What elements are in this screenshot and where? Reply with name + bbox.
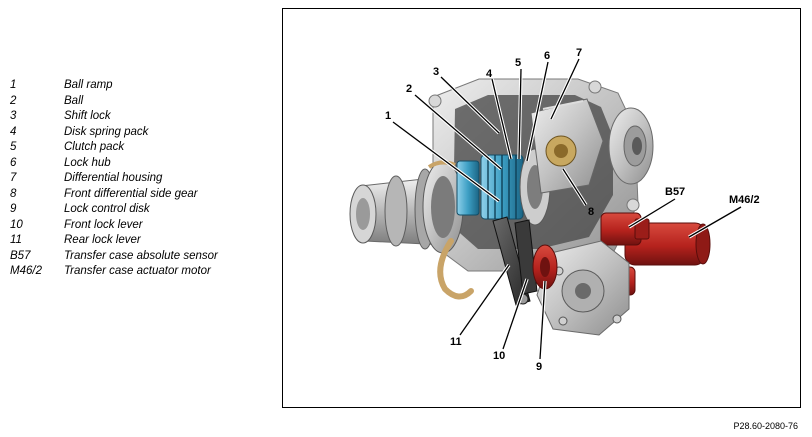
ball-ramp-assembly [422,160,464,254]
callout-m46-2: M46/2 [729,194,760,206]
legend-label: Front differential side gear [64,187,198,200]
legend-code: 4 [10,125,17,138]
legend-label: Clutch pack [64,141,125,153]
callout-11: 11 [450,336,462,348]
callout-1: 1 [385,110,391,122]
legend-label: Ball [64,94,84,107]
legend-label: Transfer case actuator motor [64,265,211,277]
legend-code: B57 [10,249,31,262]
legend-code: 5 [10,141,17,153]
callout-2: 2 [406,83,412,95]
differential-housing [530,98,604,194]
sensor-b57 [600,212,650,246]
callout-6: 6 [544,50,550,62]
callout-b57: B57 [665,186,685,198]
legend-label: Lock hub [64,156,111,169]
oil-pipe [437,238,474,300]
callout-7: 7 [576,47,582,59]
callout-10: 10 [493,350,505,362]
leader-lines [391,58,742,360]
figure-reference: P28.60-2080-76 [733,421,798,431]
callout-5: 5 [515,57,521,69]
legend-label: Disk spring pack [64,125,149,138]
legend-code: 2 [10,94,17,107]
callout-4: 4 [486,68,493,80]
legend-label: Rear lock lever [64,234,141,246]
illustration-frame: 1 2 3 4 5 6 7 8 9 10 11 B57 M46/2 [282,8,801,408]
legend-code: 1 [10,79,17,91]
legend-code: 9 [10,203,17,215]
legend-label: Lock control disk [64,203,150,215]
legend-code: 8 [10,187,17,200]
lock-levers [492,216,538,306]
legend-code: M46/2 [10,265,42,277]
legend-label: Shift lock [64,110,111,122]
legend-code: 3 [10,110,17,122]
callout-3: 3 [433,66,439,78]
transfer-case-illustration: 1 2 3 4 5 6 7 8 9 10 11 B57 M46/2 [349,47,760,373]
legend-code: 11 [10,234,22,246]
rear-output-flange [608,107,654,185]
callout-8: 8 [588,206,594,218]
legend-label: Transfer case absolute sensor [64,249,218,262]
callout-9: 9 [536,361,542,373]
legend-code: 7 [10,172,17,184]
legend-code: 10 [10,218,23,231]
callout-labels: 1 2 3 4 5 6 7 8 9 10 11 B57 M46/2 [385,47,760,373]
legend-label: Differential housing [64,172,163,184]
legend-label: Front lock lever [64,218,143,231]
legend-label: Ball ramp [64,79,113,91]
legend-code: 6 [10,156,17,169]
